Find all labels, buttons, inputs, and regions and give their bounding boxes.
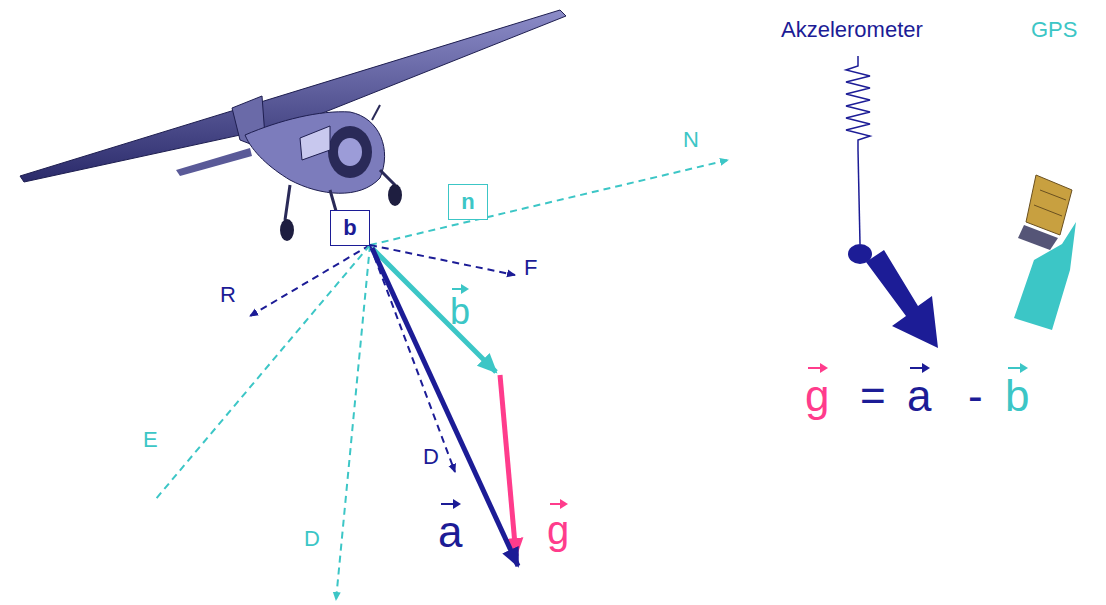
vector-name: g bbox=[547, 508, 569, 552]
frame-name: n bbox=[461, 191, 474, 213]
accelerometer-icon bbox=[846, 56, 938, 348]
sensor-name-text: GPS bbox=[1031, 17, 1077, 42]
vector-name: b bbox=[450, 292, 470, 332]
vector-name-text: a bbox=[438, 508, 462, 556]
axis-name-text: D bbox=[304, 526, 320, 551]
vector-a bbox=[372, 248, 518, 566]
axis-name-text: R bbox=[220, 282, 236, 307]
axis-name: D bbox=[423, 445, 439, 469]
formula-term-text: g bbox=[805, 372, 829, 420]
axis-name: N bbox=[683, 128, 699, 152]
axis-name-text: F bbox=[524, 255, 537, 280]
formula-operator-text: = bbox=[860, 371, 886, 420]
axis-name: R bbox=[220, 283, 236, 307]
axis-name: F bbox=[524, 256, 537, 280]
formula-operator-text: - bbox=[968, 371, 983, 420]
axis-name: D bbox=[304, 527, 320, 551]
sensor-name: Akzelerometer bbox=[781, 18, 923, 42]
sensor-name: GPS bbox=[1031, 18, 1077, 42]
formula-term-text: b bbox=[1005, 372, 1029, 420]
formula-term-text: a bbox=[907, 372, 931, 420]
frame-label-box: n bbox=[448, 184, 488, 220]
east-axis bbox=[155, 245, 370, 500]
formula-term: a bbox=[907, 372, 931, 420]
gps-satellite bbox=[1014, 175, 1076, 330]
vector-name: a bbox=[438, 508, 462, 556]
right-axis bbox=[250, 245, 370, 316]
down-axis-nav bbox=[336, 245, 370, 600]
axis-name-text: N bbox=[683, 127, 699, 152]
axis-name-text: E bbox=[143, 427, 158, 452]
vector-b bbox=[372, 248, 496, 372]
frame-label-box: b bbox=[330, 210, 370, 246]
axis-name-text: D bbox=[423, 444, 439, 469]
formula-operator: = bbox=[860, 372, 886, 420]
formula-operator: - bbox=[968, 372, 983, 420]
frame-name: b bbox=[343, 217, 356, 239]
formula-term: b bbox=[1005, 372, 1029, 420]
vector-name-text: b bbox=[450, 292, 470, 332]
axis-name: E bbox=[143, 428, 158, 452]
airplane bbox=[20, 10, 566, 241]
sensor-name-text: Akzelerometer bbox=[781, 17, 923, 42]
vector-name-text: g bbox=[547, 508, 569, 552]
down-axis-body bbox=[370, 245, 455, 472]
north-axis bbox=[370, 160, 728, 245]
formula-term: g bbox=[805, 372, 829, 420]
